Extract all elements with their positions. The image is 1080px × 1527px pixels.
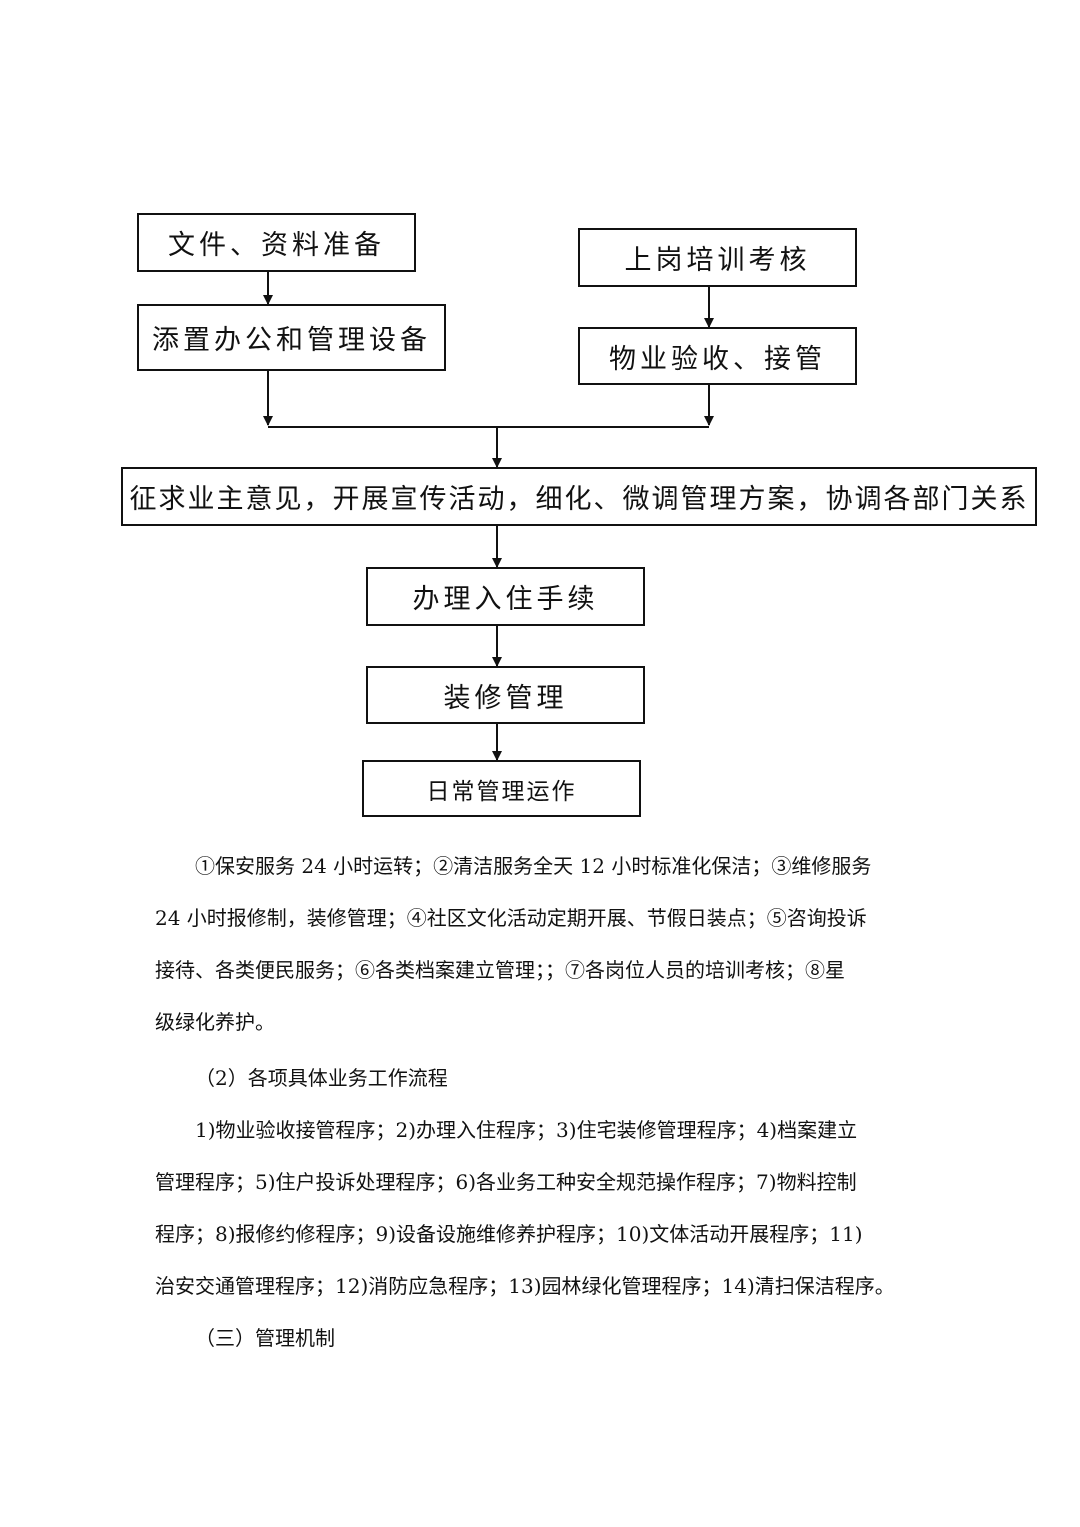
node-property-acceptance: 物业验收、接管 [578, 327, 857, 385]
node-daily-ops: 日常管理运作 [362, 760, 641, 817]
paragraph-line: 程序；8)报修约修程序；9)设备设施维修养护程序；10)文体活动开展程序；11) [155, 1222, 863, 1246]
paragraph-line: 治安交通管理程序；12)消防应急程序；13)园林绿化管理程序；14)清扫保洁程序… [155, 1274, 895, 1298]
node-label: 上岗培训考核 [624, 245, 811, 276]
paragraph-line: 接待、各类便民服务；⑥各类档案建立管理；；⑦各岗位人员的培训考核；⑧星 [155, 958, 845, 982]
services-paragraph: ①保安服务 24 小时运转；②清洁服务全天 12 小时标准化保洁；③维修服务 2… [155, 840, 927, 1048]
node-label: 日常管理运作 [426, 778, 577, 805]
node-label: 办理入住手续 [412, 584, 599, 615]
paragraph-line: ①保安服务 24 小时运转；②清洁服务全天 12 小时标准化保洁；③维修服务 [195, 854, 872, 878]
section-3-heading: （三）管理机制 [195, 1326, 335, 1350]
node-label: 装修管理 [443, 682, 568, 714]
node-label: 添置办公和管理设备 [152, 325, 431, 356]
node-label: 物业验收、接管 [609, 343, 826, 375]
paragraph-line: 24 小时报修制，装修管理；④社区文化活动定期开展、节假日装点；⑤咨询投诉 [155, 906, 867, 930]
node-docs-prep: 文件、资料准备 [137, 213, 416, 272]
node-move-in: 办理入住手续 [366, 567, 645, 626]
section-2-heading: （2）各项具体业务工作流程 [195, 1066, 448, 1090]
procedures-paragraph: 1)物业验收接管程序；2)办理入住程序；3)住宅装修管理程序；4)档案建立 管理… [155, 1104, 927, 1312]
paragraph-line: 级绿化养护。 [155, 1010, 275, 1034]
node-label: 文件、资料准备 [168, 230, 385, 261]
paragraph-line: 管理程序；5)住户投诉处理程序；6)各业务工种安全规范操作程序；7)物料控制 [155, 1170, 857, 1194]
paragraph-line: 1)物业验收接管程序；2)办理入住程序；3)住宅装修管理程序；4)档案建立 [195, 1118, 858, 1142]
node-decoration: 装修管理 [366, 666, 645, 724]
node-training-assessment: 上岗培训考核 [578, 228, 857, 287]
node-label: 征求业主意见，开展宣传活动，细化、微调管理方案，协调各部门关系 [129, 484, 1029, 515]
node-owner-opinions: 征求业主意见，开展宣传活动，细化、微调管理方案，协调各部门关系 [121, 467, 1037, 526]
node-office-equipment: 添置办公和管理设备 [137, 304, 446, 371]
